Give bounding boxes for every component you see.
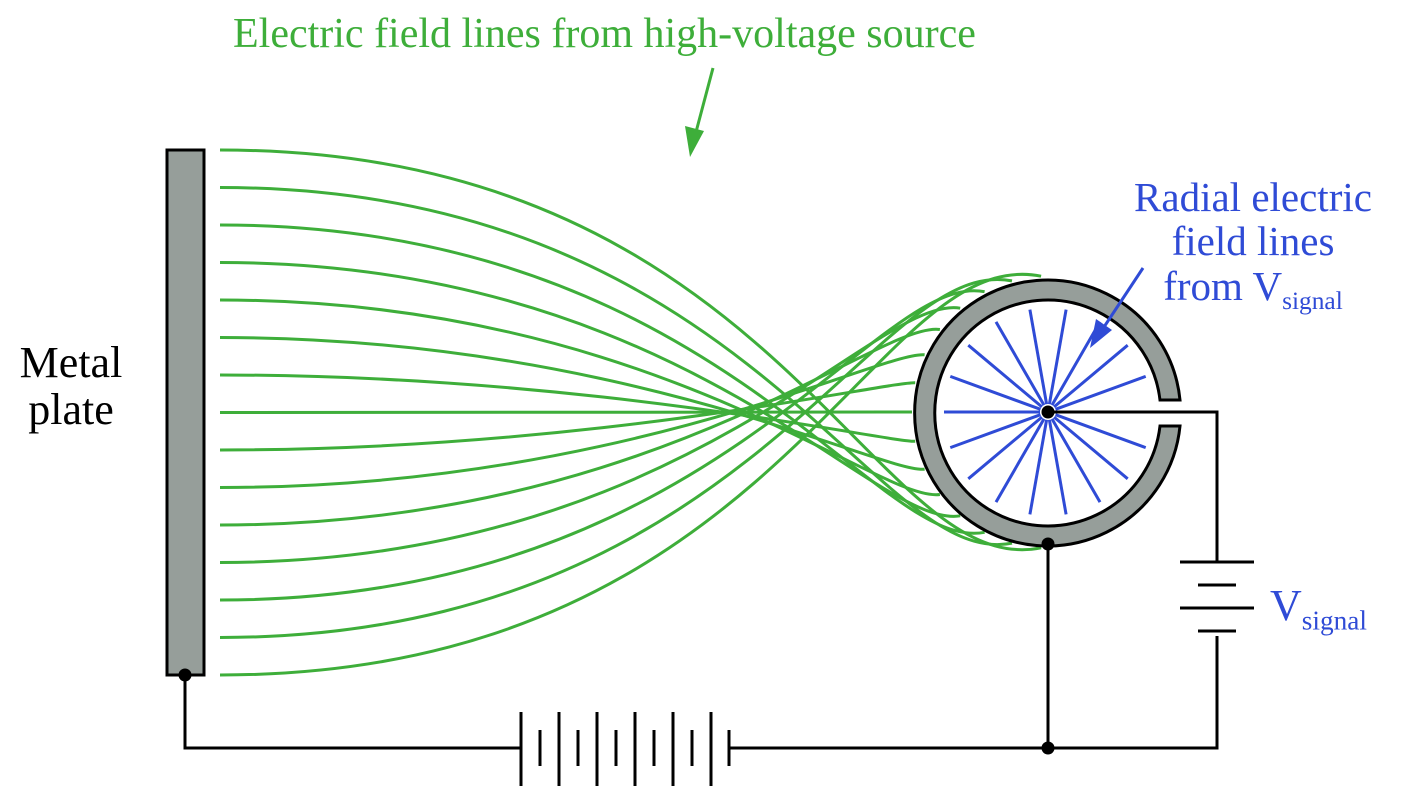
radial-line — [1047, 309, 1068, 405]
radial-label-line1: Radial electric — [1134, 174, 1372, 220]
field-source-label: Electric field lines from high-voltage s… — [233, 13, 976, 55]
radial-line — [994, 321, 1046, 406]
radial-label-line3-sub: signal — [1282, 286, 1343, 315]
field-line — [219, 223, 985, 535]
field-line — [219, 148, 1042, 552]
field-line — [219, 277, 1013, 639]
field-line — [219, 272, 1042, 677]
radial-line — [1028, 419, 1049, 515]
field-line — [219, 306, 961, 564]
radial-line — [1053, 344, 1129, 409]
radial-line — [1054, 413, 1147, 450]
high-voltage-battery — [519, 712, 731, 786]
junction-dot-ring-bottom — [1041, 537, 1055, 551]
field-line — [219, 373, 916, 443]
radial-line — [994, 418, 1046, 503]
field-line — [219, 298, 941, 497]
field-line — [219, 186, 1013, 547]
field-line — [219, 381, 916, 452]
radial-line — [1053, 415, 1129, 480]
radial-line — [1054, 374, 1147, 411]
metal-plate-label-line1: Metal — [19, 338, 123, 387]
junction-dot-plate — [178, 668, 192, 682]
circuit-wires — [183, 410, 1219, 750]
field-lines-group — [219, 148, 1042, 677]
radial-line — [949, 374, 1042, 411]
signal-battery — [1180, 560, 1254, 633]
radial-label-line3: from Vsignal — [1118, 262, 1388, 313]
field-pointer-arrow — [685, 67, 715, 157]
vsignal-label-main: V — [1270, 581, 1302, 630]
radial-line — [1047, 419, 1068, 515]
metal-plate-label-line2: plate — [28, 384, 114, 434]
radial-field-label: Radial electric field lines from Vsignal — [1118, 174, 1388, 313]
radial-line — [1050, 418, 1102, 503]
radial-line — [1050, 321, 1102, 406]
radial-line — [949, 413, 1042, 450]
radial-lines-group — [944, 309, 1147, 515]
field-line — [219, 410, 913, 414]
radial-line — [967, 344, 1043, 409]
radial-label-line3-main: from V — [1163, 262, 1283, 309]
junction-dot-center — [1041, 405, 1055, 419]
field-line — [219, 261, 961, 518]
metal-plate-label: Metal plate — [12, 338, 130, 434]
vsignal-label: Vsignal — [1270, 581, 1367, 635]
field-line — [219, 327, 941, 527]
field-line — [219, 336, 925, 471]
radial-line — [1028, 309, 1049, 405]
field-line — [219, 353, 925, 489]
radial-label-line2: field lines — [1171, 218, 1335, 265]
junction-dot-bottom-wire — [1041, 741, 1055, 755]
conductor-ring — [913, 278, 1182, 548]
radial-line — [967, 415, 1043, 480]
metal-plate — [165, 148, 206, 677]
field-source-text: Electric field lines from high-voltage s… — [233, 11, 976, 57]
vsignal-label-sub: signal — [1301, 605, 1367, 636]
radial-pointer-arrow — [1090, 267, 1145, 348]
